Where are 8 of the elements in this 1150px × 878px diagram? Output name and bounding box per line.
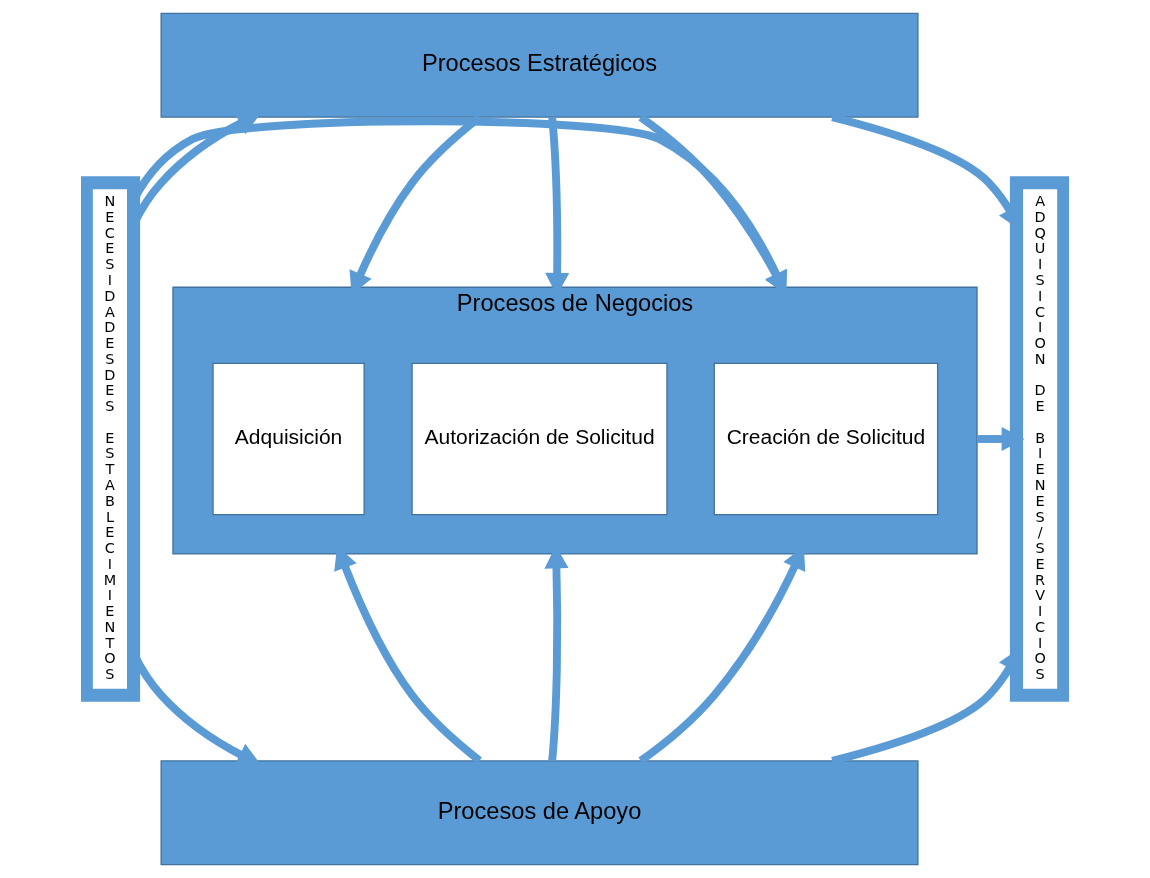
arrow xyxy=(977,426,1025,452)
node-box: Procesos de Apoyo xyxy=(160,760,919,866)
node-box: ADQUISICION DE BIENES/SERVICIOS xyxy=(1009,176,1069,702)
node-box: Adquisición xyxy=(212,362,365,516)
node-box: NECESIDADESDES ESTABLECIMIENTOS xyxy=(81,176,141,702)
node-box: Autorización de Solicitud xyxy=(411,362,668,516)
node-box: Creación de Solicitud xyxy=(713,362,939,516)
node-box: Procesos Estratégicos xyxy=(160,12,919,118)
